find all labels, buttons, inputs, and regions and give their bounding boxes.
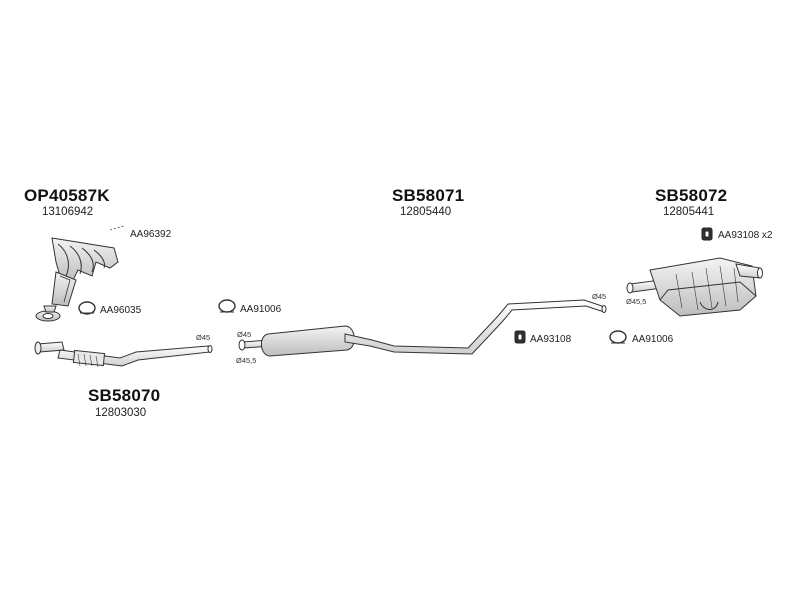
middle-silencer-code: SB58071 — [392, 186, 465, 205]
front-pipe — [34, 341, 213, 368]
clamp-rear-part-number: AA91006 — [632, 334, 674, 345]
clamp-icon — [218, 299, 236, 313]
middle-silencer-oem-number: 12805440 — [400, 206, 452, 218]
clamp-icon-rear — [609, 330, 627, 344]
hanger-icon-rear — [701, 227, 713, 241]
bolt-kit-part-number: AA96392 — [130, 229, 172, 240]
front-pipe-outlet-diameter: Ø45 — [196, 333, 211, 342]
manifold-oem-number: 13106942 — [42, 206, 94, 218]
middle-silencer — [238, 299, 607, 357]
rear-inlet-diameter: Ø45,5 — [626, 297, 647, 306]
front-pipe-oem-number: 12803030 — [95, 407, 147, 419]
gasket-part-number: AA96035 — [100, 305, 142, 316]
rear-silencer-oem-number: 12805441 — [663, 206, 715, 218]
middle-inlet-diameter-right: Ø45,5 — [236, 356, 257, 365]
gasket-icon — [78, 301, 96, 315]
rear-silencer — [626, 257, 763, 317]
exhaust-manifold-catalyst — [35, 237, 119, 322]
hanger-icon — [514, 330, 526, 344]
clamp-part-number: AA91006 — [240, 304, 282, 315]
bolt-kit-leader — [109, 225, 125, 231]
middle-outlet-diameter: Ø45 — [592, 292, 607, 301]
hanger-rear-part-number: AA93108 x2 — [718, 230, 773, 241]
front-pipe-code: SB58070 — [88, 386, 161, 405]
rear-silencer-code: SB58072 — [655, 186, 728, 205]
middle-inlet-diameter-left: Ø45 — [237, 330, 252, 339]
hanger-part-number: AA93108 — [530, 334, 572, 345]
manifold-code: OP40587K — [24, 186, 110, 205]
